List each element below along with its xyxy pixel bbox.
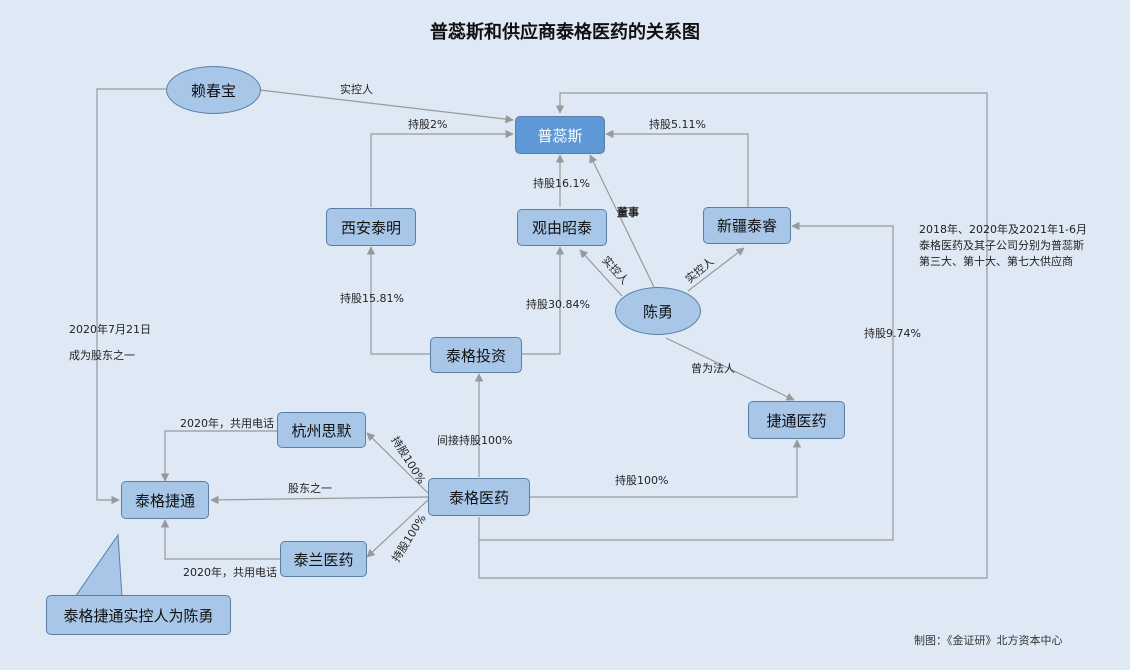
node-taige-jietong: 泰格捷通 (121, 481, 209, 519)
node-lai-chunbao: 赖春宝 (166, 66, 261, 114)
label-hangzhou-phone: 2020年，共用电话 (180, 417, 274, 430)
node-chen-yong: 陈勇 (615, 287, 701, 335)
node-jietong-yiyao: 捷通医药 (748, 401, 845, 439)
label-taige-touzi: 间接持股100% (437, 434, 513, 447)
label-xinjiang-puruisi: 持股5.11% (649, 118, 706, 131)
callout-box: 泰格捷通实控人为陈勇 (46, 595, 231, 635)
label-lai-date: 2020年7月21日 (69, 323, 151, 336)
label-taige-taigejietong: 股东之一 (288, 482, 332, 495)
edge-lai-taigejietong (96, 88, 166, 505)
edge-xian-puruisi (370, 129, 514, 207)
label-touzi-guanyou: 持股30.84% (526, 298, 590, 311)
edge-chen-xinjiang (687, 247, 745, 292)
edge-hangzhou-taigejietong (160, 430, 277, 482)
supplier-note-line-2: 泰格医药及其子公司分别为普蕊斯 (919, 239, 1084, 252)
label-tailan-phone: 2020年，共用电话 (183, 566, 277, 579)
edge-touzi-guanyou (522, 246, 565, 355)
callout-pointer (74, 533, 123, 598)
label-touzi-xian: 持股15.81% (340, 292, 404, 305)
node-tailan-yiyao: 泰兰医药 (280, 541, 367, 577)
label-taige-jietong: 持股100% (615, 474, 669, 487)
node-taige-yiyao: 泰格医药 (428, 478, 530, 516)
label-chen-director: 董事 (617, 206, 639, 219)
edge-touzi-xian (366, 246, 430, 355)
edge-tailan-taigejietong (160, 519, 280, 560)
label-taige-xinjiang: 持股9.74% (864, 327, 921, 340)
edge-taige-hangzhou (366, 432, 429, 494)
edge-taige-taigejietong (210, 495, 429, 505)
label-lai-shareholder: 成为股东之一 (69, 349, 135, 362)
label-guanyou-puruisi: 持股16.1% (533, 177, 590, 190)
label-chen-legal: 曾为法人 (691, 362, 735, 375)
edge-taige-puruisi-supplier (478, 92, 988, 579)
edge-taige-jietong (530, 439, 802, 498)
node-puruisi: 普蕊斯 (515, 116, 605, 154)
node-xian-taiming: 西安泰明 (326, 208, 416, 246)
credit-text: 制图：《金证研》北方资本中心 (914, 634, 1063, 647)
edge-chen-guanyou (579, 249, 623, 297)
edge-chen-puruisi (589, 154, 655, 288)
edge-taige-tailan (366, 499, 429, 558)
label-lai-puruisi: 实控人 (340, 83, 373, 96)
label-xian-puruisi: 持股2% (408, 118, 448, 131)
node-xinjiang-tairui: 新疆泰睿 (703, 207, 791, 244)
diagram-title: 普蕊斯和供应商泰格医药的关系图 (430, 22, 700, 43)
edge-xinjiang-puruisi (605, 129, 749, 207)
supplier-note: 2018年、2020年及2021年1-6月 泰格医药及其子公司分别为普蕊斯 第三… (919, 222, 1087, 270)
edge-lai-puruisi (259, 89, 514, 124)
supplier-note-line-3: 第三大、第十大、第七大供应商 (919, 255, 1073, 268)
node-guanyou-zhaotai: 观由昭泰 (517, 209, 607, 246)
supplier-note-line-1: 2018年、2020年及2021年1-6月 (919, 223, 1087, 236)
node-taige-touzi: 泰格投资 (430, 337, 522, 373)
edge-chen-jietong (665, 337, 795, 401)
node-hangzhou-simo: 杭州思默 (277, 412, 366, 448)
edge-taige-xinjiang (478, 221, 894, 541)
